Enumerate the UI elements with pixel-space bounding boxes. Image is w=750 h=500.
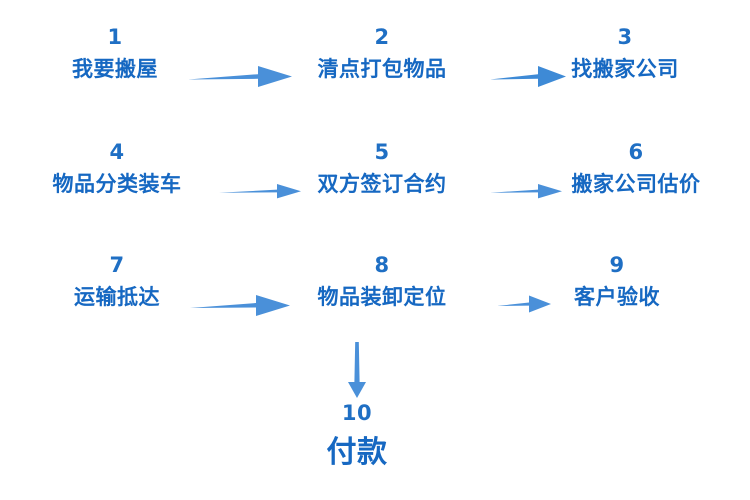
node-label: 物品分类装车 xyxy=(52,172,182,196)
flow-node-3[interactable]: 3 找搬家公司 xyxy=(571,27,679,80)
node-label: 我要搬屋 xyxy=(72,57,158,81)
flow-node-4[interactable]: 4 物品分类装车 xyxy=(53,142,182,195)
node-number: 2 xyxy=(374,25,390,49)
flow-node-7[interactable]: 7 运输抵达 xyxy=(74,255,160,308)
node-label: 双方签订合约 xyxy=(317,172,447,196)
arrow-5-to-6 xyxy=(490,182,562,200)
node-number: 5 xyxy=(374,140,390,164)
arrow-4-to-5 xyxy=(219,182,301,200)
node-number: 3 xyxy=(617,25,633,49)
flow-node-1[interactable]: 1 我要搬屋 xyxy=(72,27,158,80)
flow-node-2[interactable]: 2 清点打包物品 xyxy=(318,27,447,80)
node-label: 搬家公司估价 xyxy=(571,172,701,196)
flow-node-5[interactable]: 5 双方签订合约 xyxy=(318,142,447,195)
arrow-8-to-10 xyxy=(344,342,370,398)
node-number: 6 xyxy=(628,140,644,164)
node-number: 9 xyxy=(609,253,625,277)
node-number: 1 xyxy=(107,25,123,49)
flow-node-6[interactable]: 6 搬家公司估价 xyxy=(572,142,701,195)
node-label: 客户验收 xyxy=(574,285,660,309)
flow-node-8[interactable]: 8 物品装卸定位 xyxy=(318,255,447,308)
node-label: 找搬家公司 xyxy=(571,57,679,81)
node-number: 10 xyxy=(341,401,373,425)
node-label: 付款 xyxy=(326,435,388,470)
node-number: 8 xyxy=(374,253,390,277)
arrow-2-to-3 xyxy=(490,63,566,89)
node-label: 运输抵达 xyxy=(74,285,160,309)
arrow-8-to-9 xyxy=(497,293,551,315)
node-number: 4 xyxy=(109,140,125,164)
arrow-7-to-8 xyxy=(190,292,290,318)
flow-node-9[interactable]: 9 客户验收 xyxy=(574,255,660,308)
arrow-1-to-2 xyxy=(188,63,292,89)
node-label: 物品装卸定位 xyxy=(317,285,447,309)
node-label: 清点打包物品 xyxy=(317,57,447,81)
node-number: 7 xyxy=(109,253,125,277)
flow-node-10[interactable]: 10 付款 xyxy=(327,403,388,468)
